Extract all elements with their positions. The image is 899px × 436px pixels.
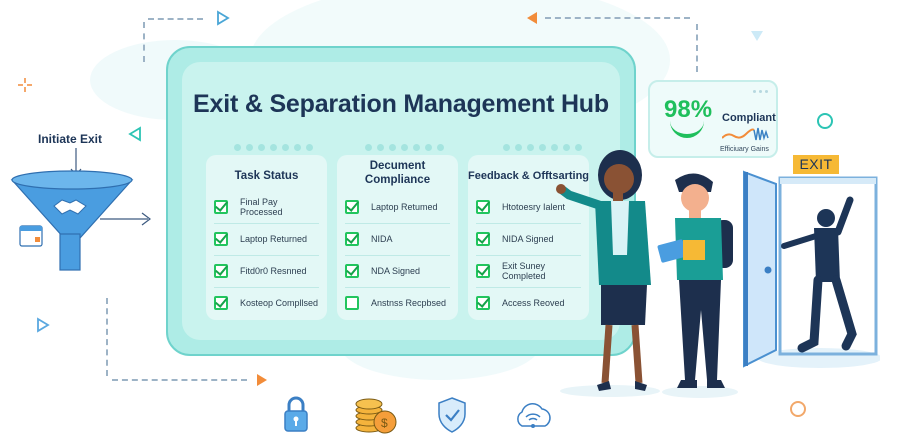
play-outline-icon (37, 317, 50, 333)
checklist-item-label: Fitd0r0 Resnned (240, 266, 307, 276)
hub-panel: Exit & Separation Management Hub Task St… (166, 46, 636, 356)
play-filled-icon (527, 12, 537, 24)
pagination-dots (365, 144, 444, 151)
card-title-line: Decument (369, 160, 426, 172)
checklist-item-label: Laptop Retumed (371, 201, 438, 212)
lock-icon[interactable] (281, 395, 311, 433)
checklist-item-label: Access Reoved (502, 298, 565, 308)
connector-line (106, 298, 108, 376)
checkbox-checked[interactable] (345, 199, 359, 214)
checkbox-checked[interactable] (345, 232, 359, 246)
checkbox-checked[interactable] (214, 296, 228, 310)
pagination-dots (234, 144, 313, 151)
checkbox-checked[interactable] (214, 264, 228, 278)
shield-check-icon[interactable] (436, 396, 468, 434)
checkbox-checked[interactable] (476, 296, 490, 310)
checklist-item-label: NIDA Signed (502, 234, 554, 244)
checklist-item[interactable]: NDA Signed (345, 255, 450, 286)
checkbox-unchecked[interactable] (345, 296, 359, 310)
document-compliance-card: Decument Compliance Laptop Retumed NIDA … (337, 155, 458, 320)
connector-line (112, 379, 247, 381)
play-filled-icon (257, 374, 267, 386)
compliance-label: Compliant (722, 112, 776, 124)
handshake-icon (54, 200, 84, 220)
checklist-item[interactable]: Access Reoved (476, 287, 581, 318)
hr-manager-illustration (556, 150, 660, 397)
sparkline-icon (722, 127, 769, 141)
checklist-item[interactable]: Fitd0r0 Resnned (214, 255, 319, 286)
checklist-item-label: Htotoesry Ialent (502, 201, 566, 212)
checklist-item[interactable]: Htotoesry Ialent (476, 191, 581, 222)
checklist-item[interactable]: Exit Suney Completed (476, 255, 581, 286)
card-title: Feedback & Offtsarting (468, 170, 590, 182)
initiate-exit-label: Initiate Exit (38, 132, 103, 146)
checklist-item[interactable]: Laptop Returned (214, 223, 319, 254)
circle-outline-icon (817, 113, 833, 129)
checklist-item-label: Exit Suney Completed (502, 261, 546, 281)
exit-sign: EXIT (793, 155, 839, 174)
smile-icon (670, 118, 704, 138)
compliance-widget[interactable]: 98% Compliant Efficiuary Gains (648, 80, 778, 158)
checklist-item-label: NDA Signed (371, 266, 421, 276)
checklist-item[interactable]: Kosteop Compllsed (214, 287, 319, 318)
sparkle-icon (18, 78, 32, 92)
checklist-item-label: Laptop Returned (240, 234, 308, 244)
connector-line (143, 22, 145, 62)
card-title: Decument Compliance (337, 159, 458, 187)
checkbox-checked[interactable] (476, 199, 490, 214)
connector-line (696, 24, 698, 72)
checklist-item[interactable]: Laptop Retumed (345, 191, 450, 222)
checkbox-checked[interactable] (214, 199, 228, 214)
hub-title: Exit & Separation Management Hub (193, 90, 609, 118)
checkbox-checked[interactable] (476, 232, 490, 246)
checklist-item[interactable]: NIDA Signed (476, 223, 581, 254)
employee-illustration (657, 173, 738, 398)
calendar-icon (20, 226, 42, 246)
funnel-icon[interactable] (8, 146, 158, 276)
svg-text:$: $ (381, 416, 388, 430)
play-outline-icon (128, 126, 141, 142)
compliance-sublabel: Efficiuary Gains (720, 146, 769, 153)
card-title-line: Compliance (364, 174, 431, 186)
checklist-item[interactable]: Anstnss Recpbsed (345, 287, 450, 318)
checklist-item-label: Anstnss Recpbsed (371, 298, 447, 308)
checkbox-checked[interactable] (476, 264, 490, 278)
card-title: Task Status (234, 170, 299, 182)
coins-icon[interactable]: $ (353, 396, 399, 434)
checklist-item[interactable]: NIDA (345, 223, 450, 254)
checklist-item-label: Kosteop Compllsed (240, 298, 319, 308)
checklist-item[interactable]: Final Pay Processed (214, 191, 319, 222)
connector-line (148, 18, 203, 20)
cloud-wifi-icon[interactable] (512, 400, 554, 432)
connector-line (545, 17, 690, 19)
pagination-dots (503, 144, 582, 151)
feedback-offboarding-card: Feedback & Offtsarting Htotoesry Ialent … (468, 155, 589, 320)
checklist-item-label: NIDA (371, 234, 393, 244)
checklist-item-label: Final Pay Processed (240, 196, 283, 217)
checkbox-checked[interactable] (214, 232, 228, 246)
play-outline-icon (217, 10, 230, 26)
task-status-card: Task Status Final Pay Processed Laptop R… (206, 155, 327, 320)
triangle-down-icon (751, 31, 763, 41)
checkbox-checked[interactable] (345, 264, 359, 278)
circle-outline-icon (790, 401, 806, 417)
exit-door-illustration[interactable] (740, 170, 880, 370)
more-options-icon[interactable] (753, 90, 768, 93)
